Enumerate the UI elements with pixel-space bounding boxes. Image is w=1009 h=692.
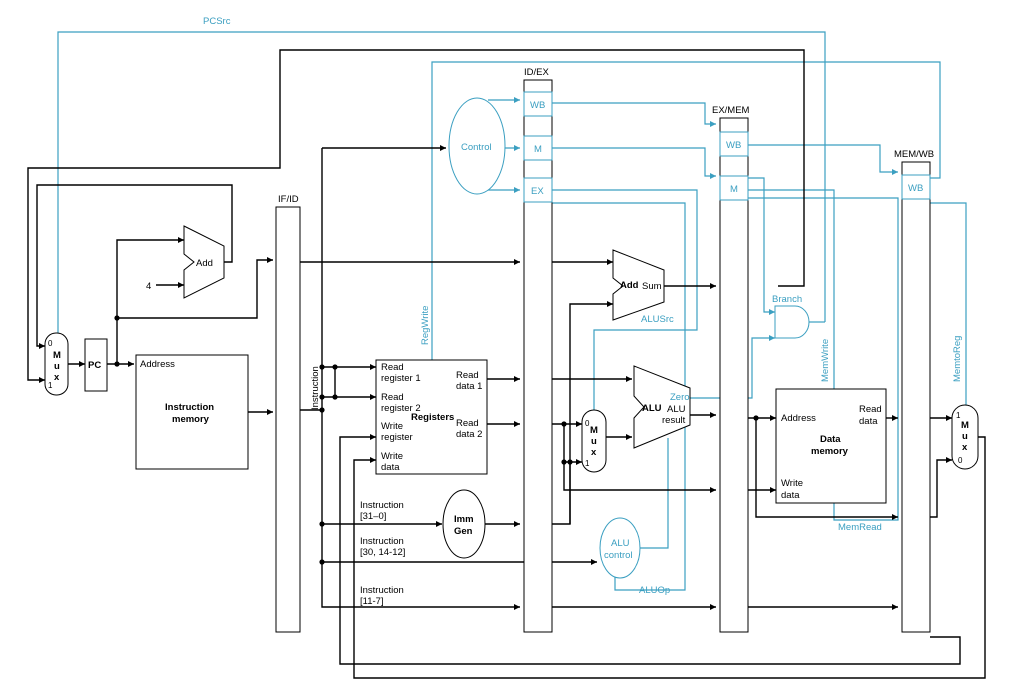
reg-read2-b: register 2 bbox=[381, 403, 421, 414]
wb-mux-u: u bbox=[962, 431, 968, 442]
pipeline-register-idex: ID/EX WB M EX bbox=[523, 67, 553, 633]
reg-data2-a: Read bbox=[456, 418, 479, 429]
dmem-read-b: data bbox=[859, 416, 878, 427]
reg-data1-b: data 1 bbox=[456, 381, 482, 392]
pc-mux-in1: 1 bbox=[48, 381, 53, 390]
pc-label: PC bbox=[88, 360, 101, 371]
memwb-label: MEM/WB bbox=[894, 149, 934, 160]
alu-mux-in0: 0 bbox=[585, 419, 590, 428]
alu-zero: Zero bbox=[670, 392, 690, 403]
control-wires bbox=[57, 31, 967, 591]
dmem-write-b: data bbox=[781, 490, 800, 501]
pipeline-register-ifid: IF/ID bbox=[275, 194, 301, 633]
reg-wdata-a: Write bbox=[381, 451, 403, 462]
pc-adder-label: Add bbox=[196, 258, 213, 269]
instr-11-7-a: Instruction bbox=[360, 585, 404, 596]
reg-wdata-b: data bbox=[381, 462, 400, 473]
idex-wb-label: WB bbox=[530, 100, 545, 111]
reg-write-b: register bbox=[381, 432, 413, 443]
writeback-mux: 1 0 M u x bbox=[951, 404, 979, 470]
memwrite-label: MemWrite bbox=[820, 339, 831, 382]
alu-control: ALU control bbox=[599, 517, 641, 579]
alu-label: ALU bbox=[642, 403, 662, 414]
reg-data1-a: Read bbox=[456, 370, 479, 381]
alu-mux-m: M bbox=[590, 425, 598, 436]
pc-mux-u: u bbox=[54, 361, 60, 372]
reg-read2-a: Read bbox=[381, 392, 404, 403]
regwrite-label: RegWrite bbox=[420, 306, 431, 345]
pcsrc-label: PCSrc bbox=[203, 16, 231, 27]
registers-title: Registers bbox=[411, 412, 454, 423]
branch-label: Branch bbox=[772, 294, 802, 305]
pc-mux: 0 1 M u x bbox=[44, 332, 69, 396]
reg-read1-a: Read bbox=[381, 362, 404, 373]
instr-30-a: Instruction bbox=[360, 536, 404, 547]
program-counter: PC bbox=[84, 338, 108, 392]
alu-mux-x: x bbox=[591, 447, 597, 458]
control-unit: Control bbox=[448, 97, 506, 195]
instruction-memory: Address Instruction memory bbox=[135, 354, 249, 470]
exmem-wb-label: WB bbox=[726, 140, 741, 151]
dmem-address: Address bbox=[781, 413, 816, 424]
pipeline-register-memwb: MEM/WB WB bbox=[894, 149, 934, 633]
branch-adder: Add Sum bbox=[612, 249, 665, 321]
aluctl-a: ALU bbox=[611, 538, 630, 549]
dmem-title-a: Data bbox=[820, 434, 841, 445]
dmem-title-b: memory bbox=[811, 446, 849, 457]
reg-read1-b: register 1 bbox=[381, 373, 421, 384]
idex-label: ID/EX bbox=[524, 67, 549, 78]
memread-label: MemRead bbox=[838, 522, 882, 533]
imem-title-line2: memory bbox=[172, 414, 210, 425]
wb-mux-in0: 0 bbox=[958, 456, 963, 465]
imem-title-line1: Instruction bbox=[165, 402, 214, 413]
arrowheads bbox=[39, 97, 952, 610]
alu-result-a: ALU bbox=[667, 404, 686, 415]
instr-30-b: [30, 14-12] bbox=[360, 547, 405, 558]
alu-mux-in1: 1 bbox=[585, 459, 590, 468]
aluop-label: ALUOp bbox=[639, 585, 670, 596]
alusrc-label: ALUSrc bbox=[641, 314, 674, 325]
branch-adder-label: Add bbox=[620, 280, 639, 291]
reg-data2-b: data 2 bbox=[456, 429, 482, 440]
alu: ALU Zero ALU result bbox=[633, 365, 691, 449]
memtoreg-label: MemtoReg bbox=[952, 336, 963, 382]
reg-write-a: Write bbox=[381, 421, 403, 432]
imem-address-label: Address bbox=[140, 359, 175, 370]
register-file: Read register 1 Read register 2 Write re… bbox=[375, 359, 488, 475]
aluctl-b: control bbox=[604, 550, 633, 561]
alu-mux: 0 1 M u x bbox=[581, 409, 607, 473]
ifid-label: IF/ID bbox=[278, 194, 299, 205]
pc-adder: Add 4 bbox=[146, 225, 225, 299]
control-label: Control bbox=[461, 142, 492, 153]
alu-result-b: result bbox=[662, 415, 686, 426]
imm-label-a: Imm bbox=[454, 514, 474, 525]
instruction-bus-label: Instruction bbox=[310, 366, 321, 410]
pipeline-register-exmem: EX/MEM WB M bbox=[712, 105, 750, 633]
immediate-generator: Imm Gen bbox=[442, 489, 486, 559]
alu-mux-u: u bbox=[591, 436, 597, 447]
pc-mux-m: M bbox=[53, 350, 61, 361]
exmem-label: EX/MEM bbox=[712, 105, 750, 116]
pc-mux-x: x bbox=[54, 372, 60, 383]
instr-31-0-b: [31–0] bbox=[360, 511, 386, 522]
idex-m-label: M bbox=[534, 144, 542, 155]
exmem-m-label: M bbox=[730, 184, 738, 195]
pc-mux-in0: 0 bbox=[48, 339, 53, 348]
instr-11-7-b: [11-7] bbox=[360, 596, 384, 607]
dmem-write-a: Write bbox=[781, 478, 803, 489]
instr-31-0-a: Instruction bbox=[360, 500, 404, 511]
memwb-wb-label: WB bbox=[908, 183, 923, 194]
wb-mux-m: M bbox=[961, 420, 969, 431]
dmem-read-a: Read bbox=[859, 404, 882, 415]
junction-dots bbox=[114, 315, 759, 565]
branch-adder-sum: Sum bbox=[642, 281, 662, 292]
constant-four: 4 bbox=[146, 281, 151, 292]
idex-ex-label: EX bbox=[531, 186, 544, 197]
data-memory: Address Read data Write data Data memory bbox=[775, 388, 887, 504]
wb-mux-in1: 1 bbox=[956, 411, 961, 420]
branch-and-gate: Branch bbox=[772, 294, 810, 339]
wb-mux-x: x bbox=[962, 442, 968, 453]
imm-label-b: Gen bbox=[454, 526, 473, 537]
